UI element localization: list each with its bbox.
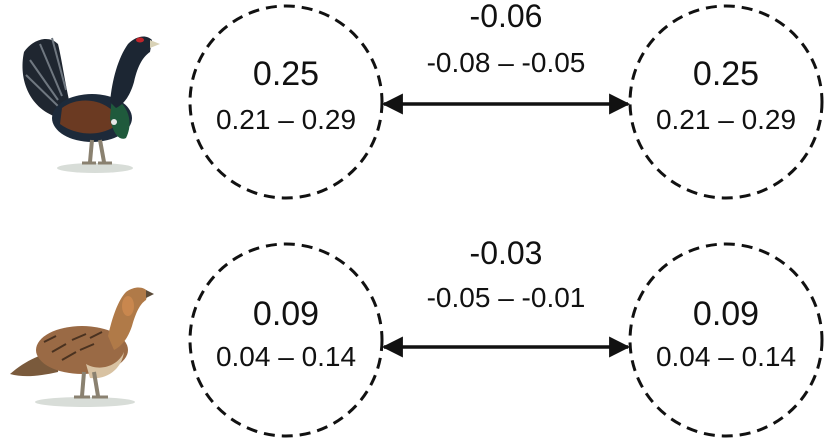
link-male-value: -0.06 [470,0,543,34]
node-male-right [628,4,824,200]
node-male-right-value: 0.25 [693,55,759,93]
node-male-right-range: 0.21 – 0.29 [656,104,796,135]
node-female-left [188,242,384,438]
node-female-right-value: 0.09 [693,295,759,333]
link-male-range: -0.08 – -0.05 [427,47,586,78]
node-female-right-range: 0.04 – 0.14 [656,341,796,372]
node-male-left [188,4,384,200]
node-male-left-range: 0.21 – 0.29 [216,104,356,135]
capercaillie-male-icon [22,36,160,173]
link-female-range: -0.05 – -0.01 [427,282,586,313]
row-female: 0.09 0.04 – 0.14 0.09 0.04 – 0.14 -0.03 … [10,235,824,438]
node-female-left-value: 0.09 [253,295,319,333]
row-male: 0.25 0.21 – 0.29 0.25 0.21 – 0.29 -0.06 … [22,0,824,200]
node-female-right [628,242,824,438]
link-female-value: -0.03 [470,235,543,271]
node-male-left-value: 0.25 [253,55,319,93]
capercaillie-female-icon [10,287,154,407]
node-female-left-range: 0.04 – 0.14 [216,341,356,372]
